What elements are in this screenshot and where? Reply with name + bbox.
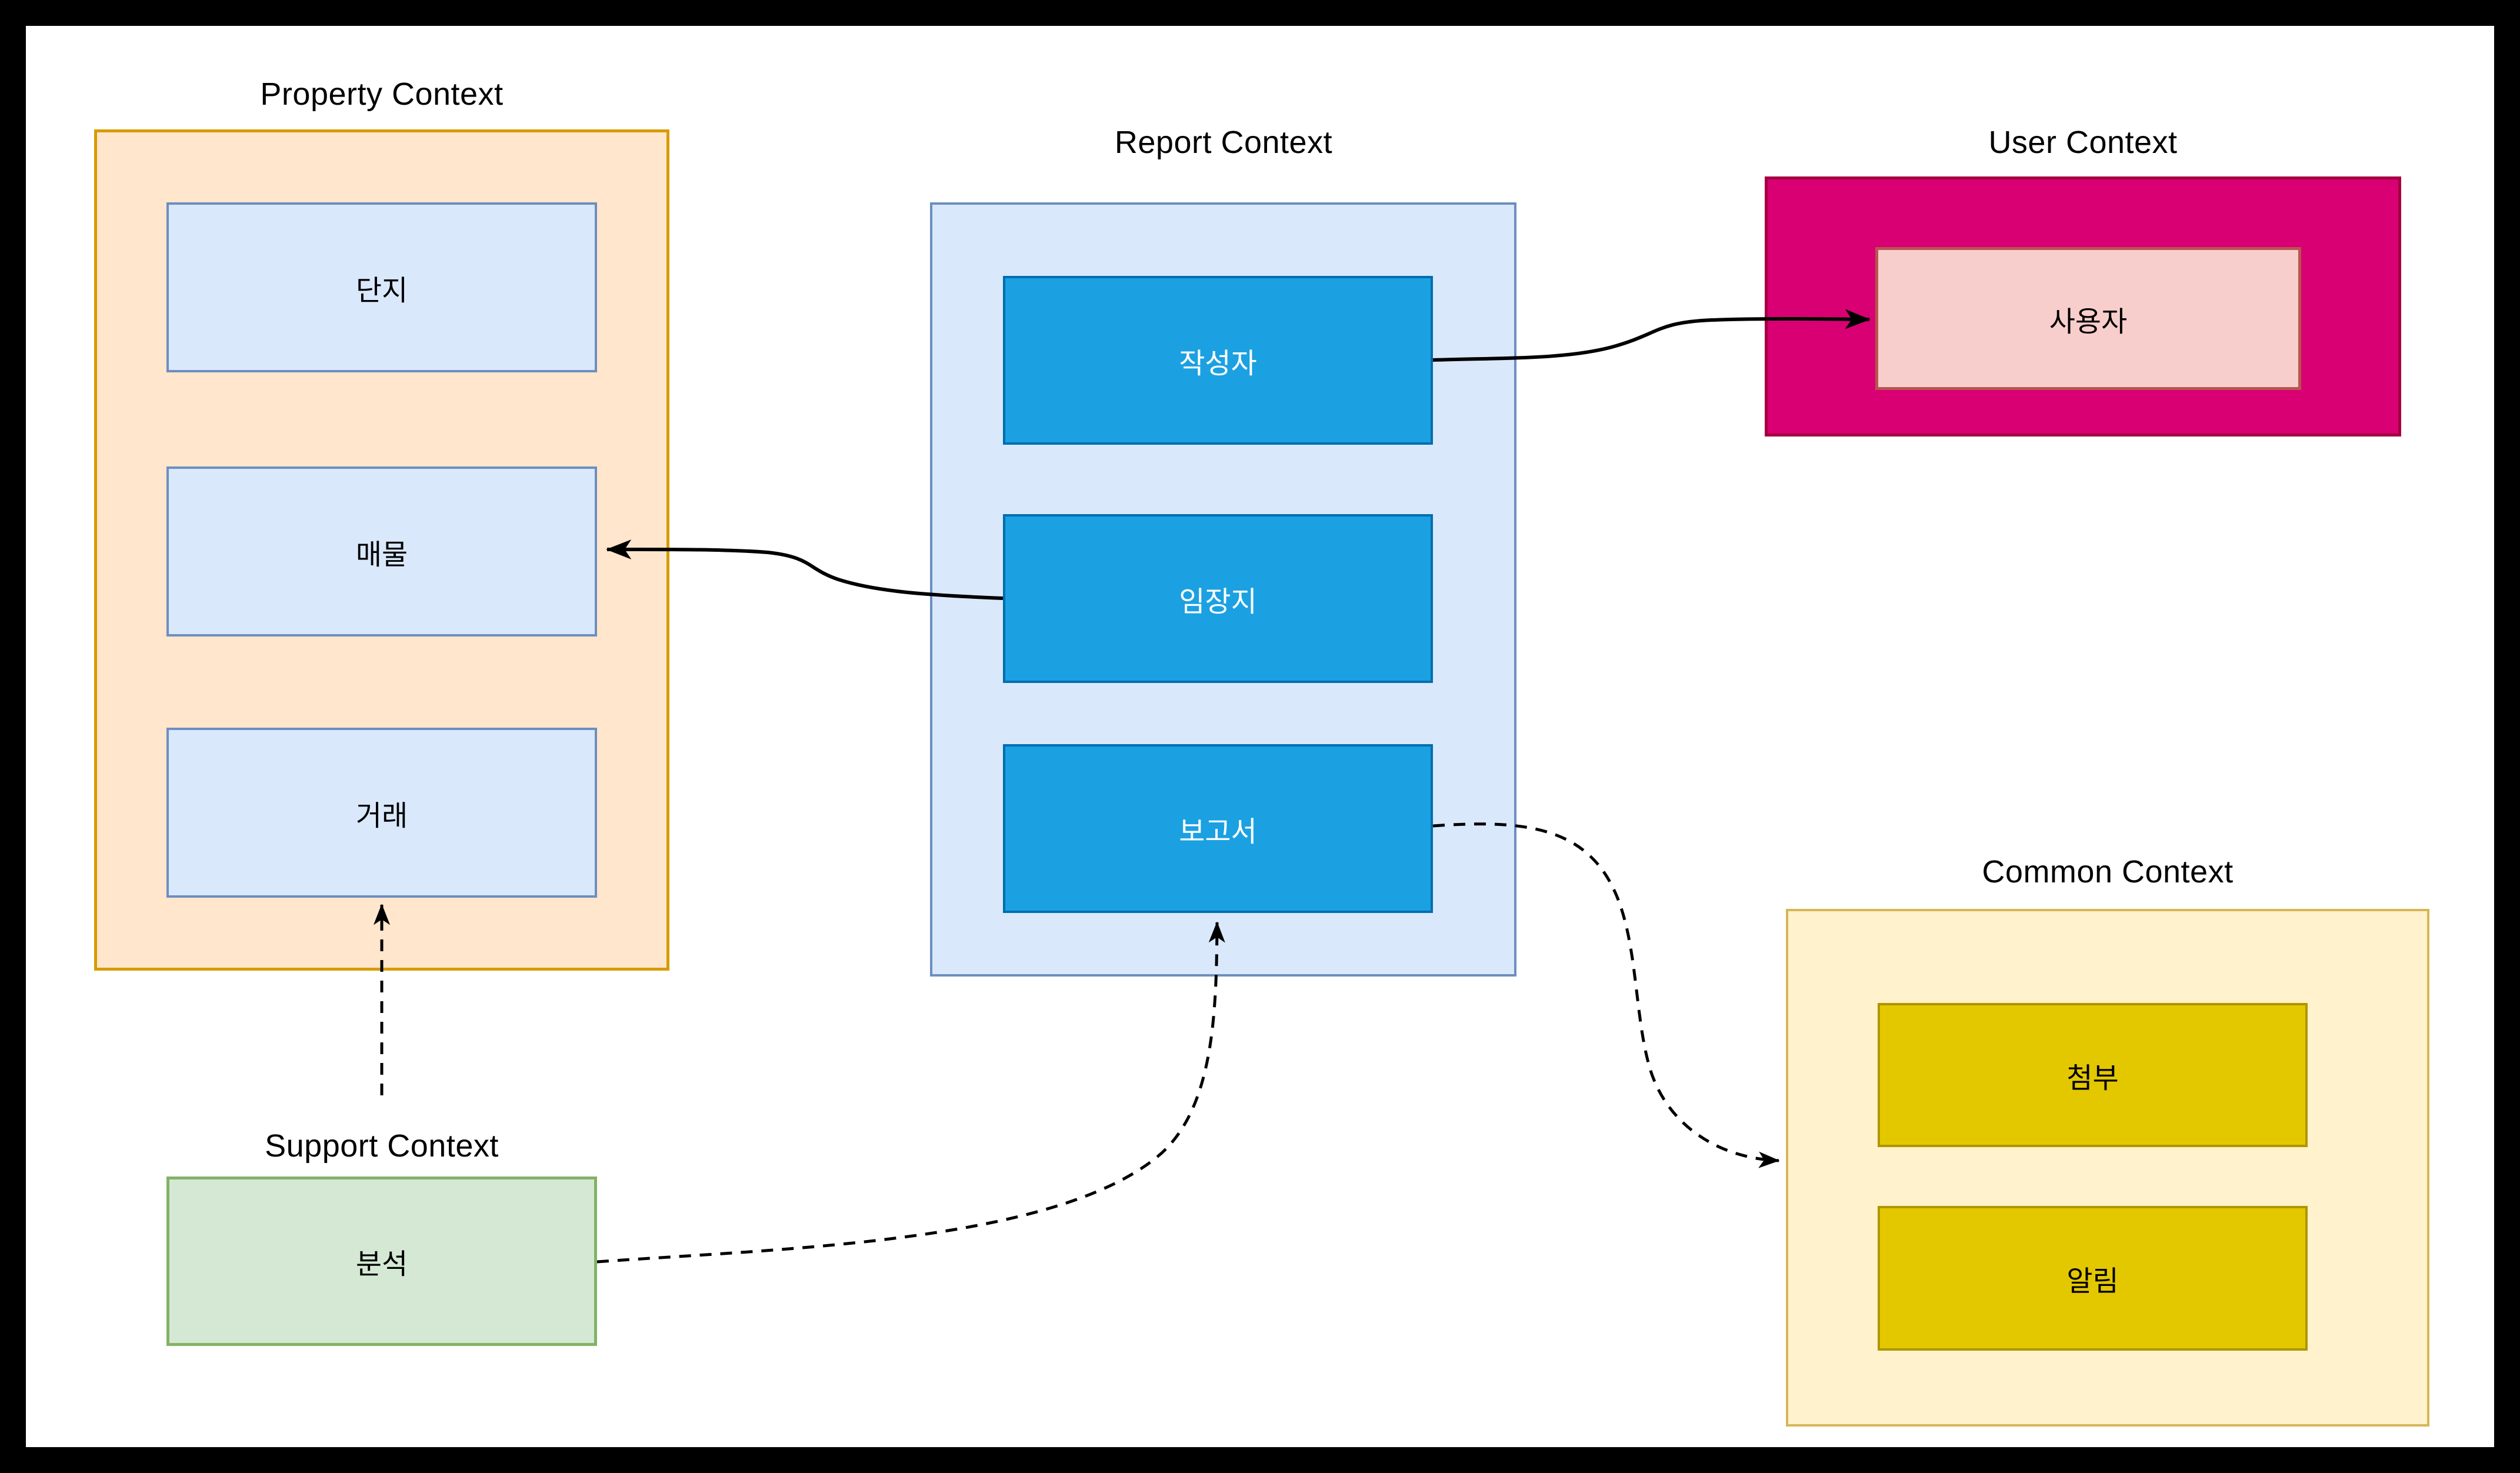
node-writer: 작성자 [1003, 276, 1433, 445]
node-analysis: 분석 [166, 1177, 597, 1346]
node-listing: 매물 [166, 466, 597, 636]
node-transaction: 거래 [166, 728, 597, 898]
report-context-label: Report Context [1114, 125, 1333, 160]
property-context-label: Property Context [260, 76, 504, 112]
common-context-label: Common Context [1982, 854, 2234, 889]
node-attachment: 첨부 [1878, 1003, 2308, 1147]
node-report: 보고서 [1003, 744, 1433, 913]
support-context-label: Support Context [265, 1128, 499, 1164]
node-user: 사용자 [1875, 247, 2301, 390]
user-context-label: User Context [1988, 125, 2178, 160]
node-complex: 단지 [166, 202, 597, 372]
node-visit-site: 임장지 [1003, 514, 1433, 683]
node-notification: 알림 [1878, 1206, 2308, 1351]
